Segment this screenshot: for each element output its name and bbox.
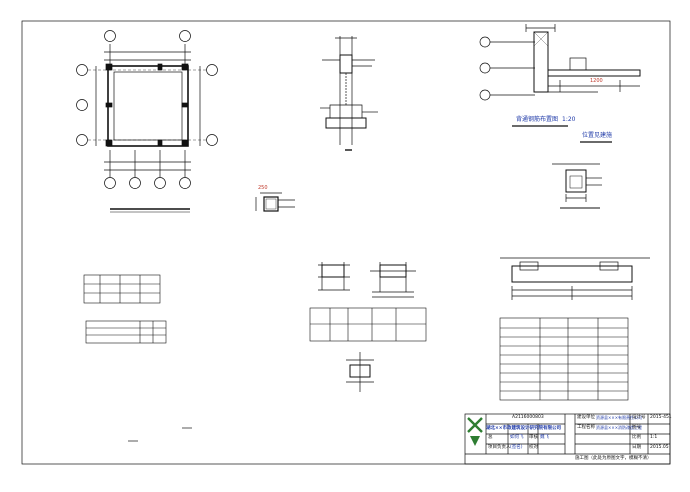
plan-view [76,30,218,213]
scale-value: 1:1 [650,435,658,440]
axis-bubble [129,177,141,189]
axis-bubble [206,134,218,146]
axis-bubble [104,30,116,42]
drawing-no-label: 设计号 [632,415,646,420]
sheet-border [21,20,671,465]
callout-bubble [479,36,491,48]
section-title: 背通钢筋布置图 [516,116,559,123]
table-left-lower [85,320,167,344]
dimension-label: 250 [258,185,268,191]
axis-bubble [154,177,166,189]
axis-bubble [76,99,88,111]
wall-section-detail [320,36,378,151]
table-middle [309,307,427,342]
table-right [499,317,629,401]
drawing-no-value: 2015-451 [650,415,672,420]
opening-detail-right [370,262,416,298]
axis-bubble [179,177,191,189]
dimension-label: 1200 [590,78,603,84]
project-value: 资源县×××消防改造工程 [596,425,643,430]
date-value: 2015.05 [650,445,669,450]
opening-detail-left [318,262,350,291]
position-note: 位置见建施 [582,132,613,139]
client-value: 资源县×××有限责任公司 [596,415,643,420]
lintel-section-detail [552,163,602,209]
tb-role: 校对 [529,445,538,450]
tb-signature: (签名) [510,445,523,450]
tb-signature: 如何飞 [510,435,524,440]
beam-end-detail [346,352,374,392]
sheet-label: 图号 [632,425,641,430]
company-name: 湖北××市政建筑设计研究院有限公司 [486,426,562,431]
company-cert: A2116000803 [512,415,544,420]
client-label: 建设单位 [577,415,595,420]
tb-role: 项目负责人 [488,445,511,450]
axis-bubble [179,30,191,42]
strip-foundation-detail [500,257,650,300]
axis-bubble [76,64,88,76]
axis-bubble [76,134,88,146]
callout-bubble [479,62,491,74]
column-section-detail [255,192,295,212]
callout-bubble [479,89,491,101]
table-left-upper [83,274,161,304]
company-logo [467,417,483,446]
tb-role: 审核 [529,435,538,440]
axis-bubble [104,177,116,189]
tb-role: 总 [488,435,493,440]
tb-signature: 魏飞 [540,435,549,440]
beam-section-detail [479,24,641,143]
title-block-frame [464,413,671,465]
axis-bubble [206,64,218,76]
date-label: 日期 [632,445,641,450]
project-label: 工程名称 [577,425,595,430]
section-scale: 1:20 [562,116,576,123]
sheet-footer: 施工图（此处为原图文字，模糊不清） [575,456,652,461]
scale-label: 比例 [632,435,641,440]
